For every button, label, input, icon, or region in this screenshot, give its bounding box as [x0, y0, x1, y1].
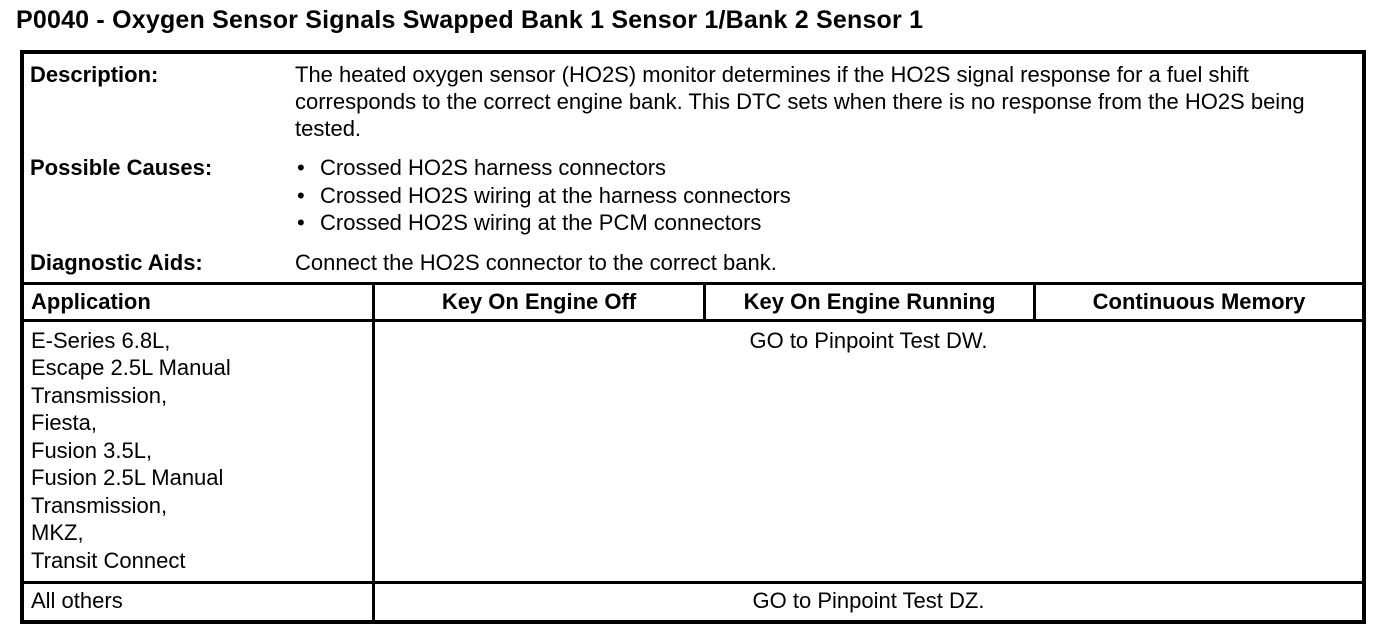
- diagnostic-aids-row: Diagnostic Aids: Connect the HO2S connec…: [30, 249, 1356, 276]
- header-key-on-engine-running: Key On Engine Running: [703, 284, 1033, 319]
- header-continuous-memory: Continuous Memory: [1033, 284, 1362, 319]
- application-item: MKZ,: [31, 520, 84, 545]
- action-cell: GO to Pinpoint Test DW.: [372, 321, 1362, 581]
- table-row: All others GO to Pinpoint Test DZ.: [24, 583, 1362, 620]
- cause-item: Crossed HO2S wiring at the PCM connector…: [295, 209, 1335, 237]
- possible-causes-row: Possible Causes: Crossed HO2S harness co…: [30, 154, 1356, 237]
- possible-causes-content: Crossed HO2S harness connectors Crossed …: [295, 154, 1335, 237]
- description-text: The heated oxygen sensor (HO2S) monitor …: [295, 62, 1305, 141]
- application-item: E-Series 6.8L,: [31, 327, 171, 353]
- cause-item: Crossed HO2S harness connectors: [295, 154, 1335, 182]
- diagnostic-aids-label: Diagnostic Aids:: [30, 249, 203, 275]
- application-item: Fusion 2.5L Manual Transmission,: [31, 465, 224, 518]
- dtc-table: Description: The heated oxygen sensor (H…: [20, 50, 1366, 624]
- application-item: Escape 2.5L Manual Transmission,: [31, 355, 231, 408]
- description-row: Description: The heated oxygen sensor (H…: [30, 61, 1356, 142]
- application-item: Transit Connect: [31, 547, 186, 573]
- possible-causes-label: Possible Causes:: [30, 155, 213, 180]
- application-cell: E-Series 6.8L, Escape 2.5L Manual Transm…: [24, 322, 372, 581]
- diagnostic-aids-text: Connect the HO2S connector to the correc…: [295, 249, 777, 275]
- header-key-on-engine-off: Key On Engine Off: [372, 284, 703, 319]
- info-section: Description: The heated oxygen sensor (H…: [24, 54, 1362, 285]
- description-label: Description:: [30, 62, 159, 87]
- action-cell: GO to Pinpoint Test DZ.: [372, 583, 1362, 620]
- table-row: E-Series 6.8L, Escape 2.5L Manual Transm…: [24, 321, 1362, 584]
- page-title: P0040 - Oxygen Sensor Signals Swapped Ba…: [16, 6, 924, 34]
- application-cell: All others: [31, 587, 123, 613]
- application-item: Fusion 3.5L,: [31, 437, 153, 463]
- table-header-row: Application Key On Engine Off Key On Eng…: [24, 284, 1362, 322]
- possible-causes-list: Crossed HO2S harness connectors Crossed …: [295, 154, 1335, 237]
- header-application: Application: [31, 288, 151, 314]
- application-item: Fiesta,: [31, 410, 98, 435]
- cause-item: Crossed HO2S wiring at the harness conne…: [295, 182, 1335, 210]
